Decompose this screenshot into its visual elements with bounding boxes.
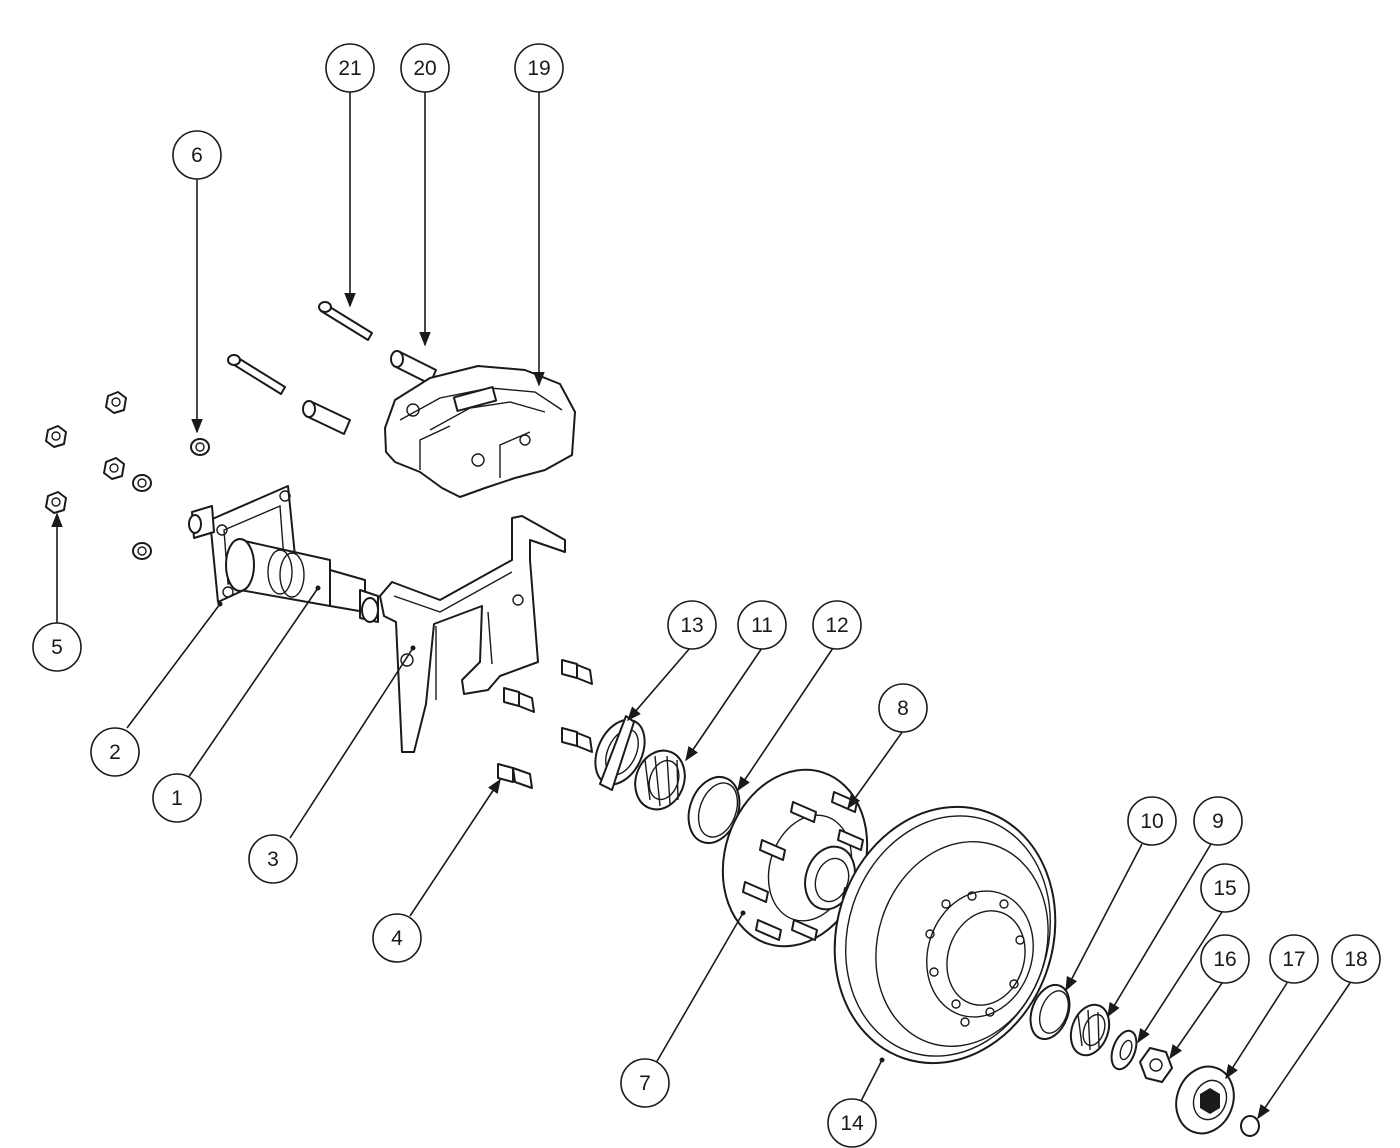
balloon-5: 5 [32, 622, 82, 672]
caliper-bracket [379, 515, 566, 753]
svg-text:12: 12 [825, 614, 848, 637]
svg-text:20: 20 [413, 57, 436, 80]
castle-nut [1139, 1047, 1173, 1083]
balloon-15: 15 [1200, 863, 1250, 913]
nut-group [45, 391, 127, 514]
balloon-7: 7 [620, 1058, 670, 1108]
balloon-13: 13 [667, 600, 717, 650]
svg-text:17: 17 [1282, 948, 1305, 971]
svg-text:18: 18 [1344, 948, 1367, 971]
svg-text:10: 10 [1140, 810, 1163, 833]
spindle-washer [1110, 1029, 1138, 1071]
svg-text:8: 8 [897, 697, 909, 720]
svg-text:3: 3 [267, 848, 279, 871]
svg-text:5: 5 [51, 636, 63, 659]
inner-bearing [634, 749, 686, 811]
balloon-19: 19 [514, 43, 564, 93]
svg-text:14: 14 [840, 1112, 864, 1135]
balloon-14: 14 [827, 1098, 877, 1148]
spindle-shaft [225, 538, 379, 623]
grease-seal [594, 715, 646, 791]
svg-text:2: 2 [109, 741, 121, 764]
balloon-20: 20 [400, 43, 450, 93]
svg-text:19: 19 [527, 57, 550, 80]
outer-bearing-race [1029, 983, 1071, 1041]
outer-bearing [1069, 1003, 1111, 1057]
bolt-group [497, 659, 593, 789]
balloon-4: 4 [372, 913, 422, 963]
svg-text:11: 11 [751, 614, 773, 637]
balloon-10: 10 [1127, 796, 1177, 846]
balloon-6: 6 [172, 130, 222, 180]
balloon-2: 2 [90, 727, 140, 777]
brake-rotor [833, 805, 1057, 1065]
balloon-17: 17 [1269, 934, 1319, 984]
balloon-3: 3 [248, 834, 298, 884]
balloon-callouts: 21 20 19 6 5 2 1 3 [32, 43, 1381, 1148]
balloon-11: 11 [737, 600, 787, 650]
balloon-16: 16 [1200, 934, 1250, 984]
cap-plug [1240, 1115, 1260, 1137]
balloon-8: 8 [878, 683, 928, 733]
svg-text:16: 16 [1213, 948, 1236, 971]
svg-text:6: 6 [191, 144, 203, 167]
brake-caliper [384, 365, 576, 498]
balloon-1: 1 [152, 773, 202, 823]
hub-cap [1175, 1065, 1235, 1135]
svg-text:9: 9 [1212, 810, 1224, 833]
balloon-18: 18 [1331, 934, 1381, 984]
svg-text:1: 1 [171, 787, 183, 810]
caliper-pins [227, 301, 437, 435]
balloon-12: 12 [812, 600, 862, 650]
svg-text:13: 13 [680, 614, 703, 637]
balloon-9: 9 [1193, 796, 1243, 846]
svg-text:7: 7 [639, 1072, 651, 1095]
svg-text:4: 4 [391, 927, 403, 950]
leader-lines [51, 92, 1351, 1120]
washer-group [132, 438, 210, 560]
svg-text:15: 15 [1213, 877, 1236, 900]
balloon-21: 21 [325, 43, 375, 93]
svg-text:21: 21 [338, 57, 361, 80]
